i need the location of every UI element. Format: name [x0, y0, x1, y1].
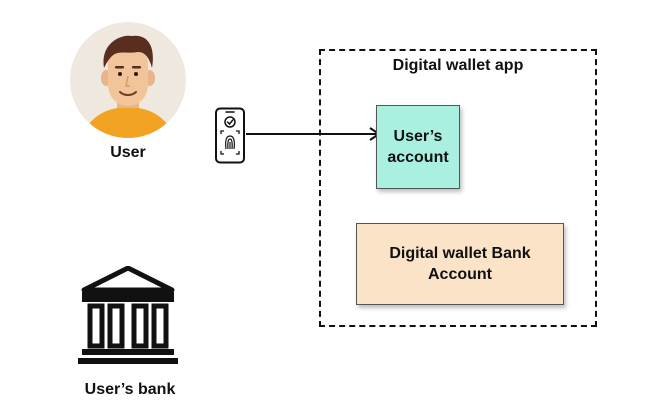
bank-building-icon: [78, 265, 178, 366]
smartphone-fingerprint-icon: [214, 107, 246, 164]
user-label: User: [110, 144, 146, 161]
bank-label: User’s bank: [84, 381, 176, 398]
app-title: Digital wallet app: [392, 57, 524, 74]
user-account-box: User’s account: [376, 105, 460, 189]
user-avatar-icon: [70, 22, 186, 138]
digital-wallet-app-container: [319, 49, 597, 327]
wallet-bank-account-box: Digital wallet Bank Account: [356, 223, 564, 305]
